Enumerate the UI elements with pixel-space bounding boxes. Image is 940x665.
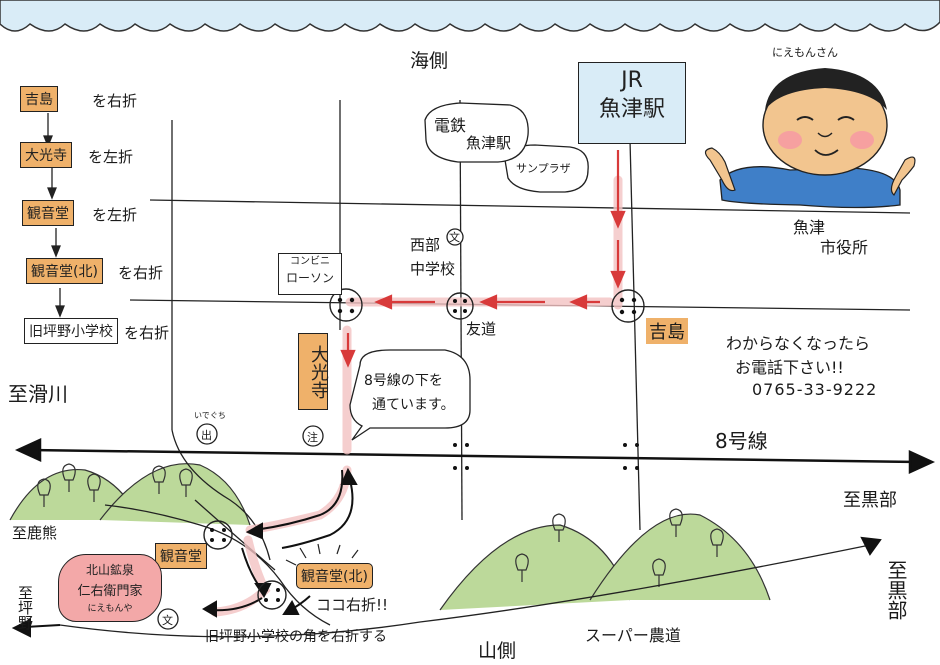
sea-band	[0, 0, 940, 32]
top-label: 海側	[410, 50, 449, 72]
destination-line3: にえもんや	[87, 604, 133, 614]
bottom-label: 山側	[478, 640, 517, 662]
tomomichi-label: 友道	[466, 320, 497, 338]
school-west-line1: 西部	[410, 236, 441, 254]
destination-line2: 仁右衛門家	[77, 584, 143, 599]
jr-station-line1: JR	[621, 68, 643, 93]
intersection-marks	[203, 288, 645, 610]
help-line2: お電話下さい!!	[735, 358, 844, 377]
step-2-action: を左折	[88, 148, 134, 166]
to-kurobe-right: 至黒部	[843, 490, 897, 511]
step-3-action: を左折	[92, 206, 138, 224]
school-west-symbol: 文	[449, 231, 460, 244]
step-2-place: 大光寺	[20, 142, 72, 168]
step-5-place: 旧坪野小学校	[24, 318, 118, 344]
step-5-action: を右折	[124, 324, 170, 342]
to-tsubono: 至坪野	[16, 585, 34, 630]
city-hall-line2: 市役所	[820, 238, 869, 257]
step-4-place: 観音堂(北)	[26, 258, 103, 284]
koko-right-label: ココ右折!!	[316, 596, 389, 614]
step-1-place: 吉島	[20, 86, 58, 112]
mascot-icon	[704, 68, 916, 209]
super-farm-road-label: スーパー農道	[585, 626, 681, 645]
hill-right-1	[439, 524, 631, 611]
note-mark: 注	[307, 431, 318, 444]
callout-line2: 通ています。	[372, 397, 455, 413]
yoshijima-label: 吉島	[646, 318, 688, 344]
konbini-line1: コンビニ	[290, 256, 330, 267]
hill-left-2	[99, 463, 251, 526]
densha-bubble	[424, 102, 529, 163]
kannondo-north-label: 観音堂(北)	[296, 563, 373, 589]
city-hall-line1: 魚津	[793, 218, 826, 237]
help-line1: わからなくなったら	[726, 334, 871, 353]
step-flow-arrows	[43, 113, 65, 318]
to-kurobe-bottom: 至黒部	[884, 560, 908, 620]
exit-mark: 出	[201, 429, 212, 442]
konbini-box: コンビニ ローソン	[278, 253, 342, 295]
densha-station-line1: 電鉄	[434, 116, 467, 135]
step-4-action: を右折	[118, 264, 164, 282]
to-namerikawa: 至滑川	[8, 382, 68, 406]
jr-station-line2: 魚津駅	[598, 97, 665, 123]
konbini-line2: ローソン	[285, 270, 334, 285]
hill-right-2	[589, 513, 771, 601]
destination-box: 北山鉱泉 仁右衛門家 にえもんや	[58, 554, 162, 622]
road-8-label: 8号線	[715, 429, 768, 453]
school-mark: 文	[162, 614, 173, 627]
help-phone: 0765-33-9222	[752, 380, 878, 399]
callout-line1: 8号線の下を	[364, 373, 443, 389]
school-west-line2: 中学校	[410, 260, 456, 278]
intersection-dots	[210, 297, 639, 602]
tree-icons	[37, 463, 724, 587]
densha-station-line2: 魚津駅	[466, 134, 512, 152]
to-kaigakure: 至鹿熊	[12, 524, 58, 542]
kannondo-label: 観音堂	[155, 543, 207, 569]
step-3-place: 観音堂	[22, 200, 74, 226]
destination-line1: 北山鉱泉	[85, 563, 134, 577]
school-circle	[157, 608, 179, 630]
burst-lines	[285, 543, 359, 566]
route-arrows	[340, 150, 626, 368]
exit-circle	[196, 423, 218, 445]
route-8-road	[14, 438, 936, 474]
side-arrows	[11, 536, 882, 638]
step-1-action: を右折	[92, 92, 138, 110]
jr-station-box: JR 魚津駅	[578, 62, 686, 144]
note-circle	[302, 425, 324, 447]
sunplaza-label: サンプラザ	[516, 162, 571, 175]
school-west-circle	[446, 228, 464, 246]
bottom-note: 旧坪野小学校の角を右折する	[205, 629, 387, 645]
callout-bubble	[349, 349, 471, 441]
daikoji-box: 大光寺	[298, 333, 329, 410]
daikoji-label: 大光寺	[308, 344, 329, 399]
exit-caption: いでぐち	[194, 411, 226, 420]
mascot-caption: にえもんさん	[772, 46, 838, 59]
